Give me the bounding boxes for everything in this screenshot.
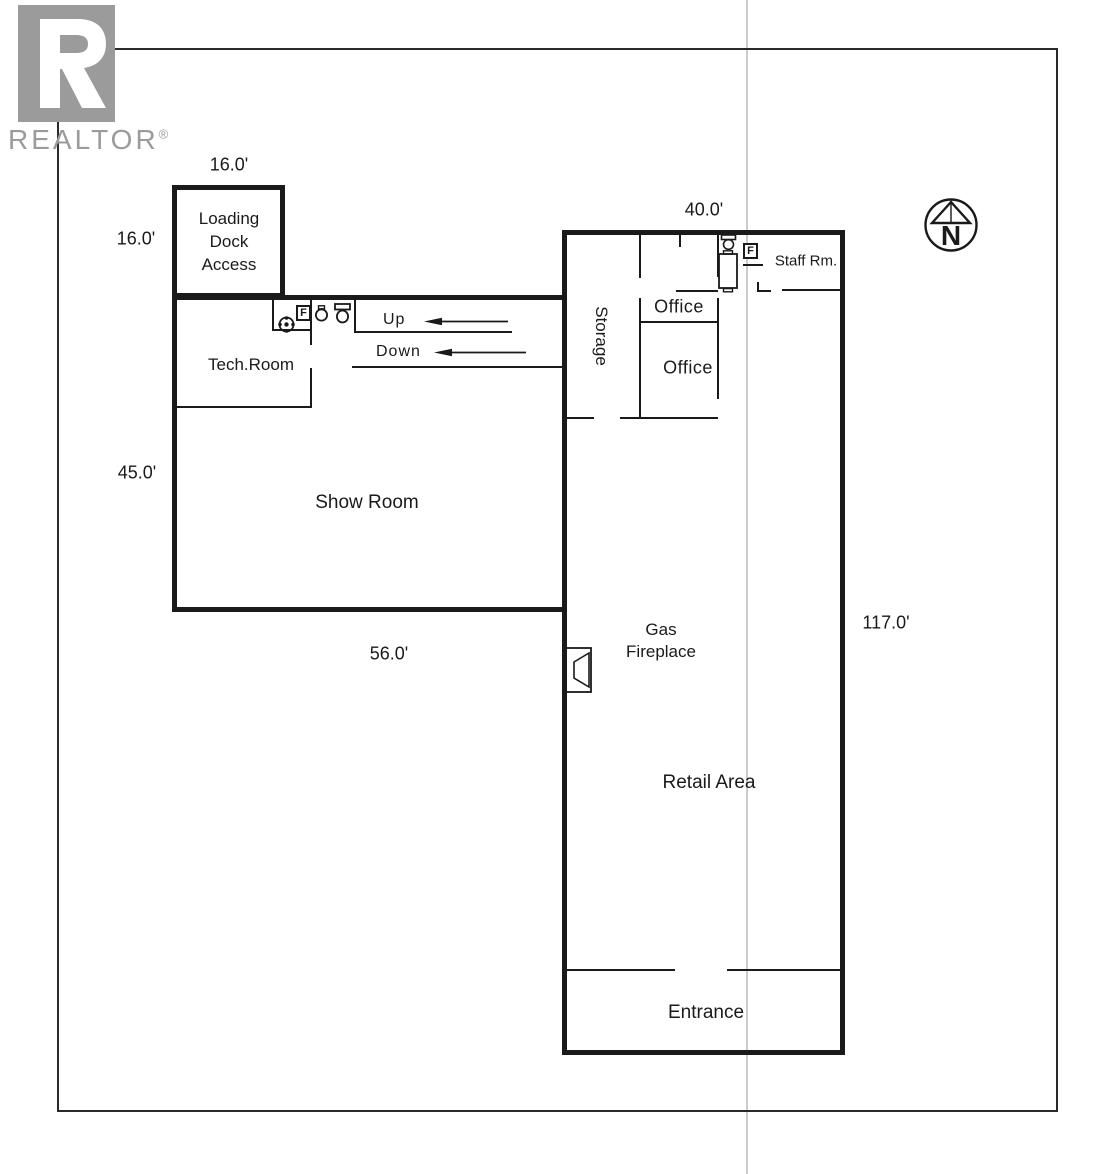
loading-dock-line2: Dock bbox=[209, 232, 249, 251]
wall-segment bbox=[172, 295, 567, 300]
wall-segment bbox=[676, 290, 718, 292]
toilet-icon bbox=[719, 234, 738, 251]
toilet-icon bbox=[332, 303, 353, 324]
gas-fireplace-label-line2: Fireplace bbox=[626, 642, 696, 661]
door-frame-mark bbox=[757, 290, 771, 292]
dim-loading-dock-height: 16.0' bbox=[116, 228, 156, 249]
wall-segment bbox=[272, 300, 274, 331]
loading-dock-label: Loading Dock Access bbox=[180, 192, 278, 291]
show-room-label: Show Room bbox=[315, 492, 419, 513]
wall-segment bbox=[310, 300, 312, 345]
loading-dock-line1: Loading bbox=[198, 209, 260, 228]
wall-segment bbox=[727, 969, 841, 971]
office-lower-label: Office bbox=[663, 357, 713, 378]
stair-tread-line bbox=[354, 331, 512, 333]
fireplace-icon bbox=[565, 647, 593, 693]
motor-icon bbox=[277, 315, 296, 334]
entrance-label: Entrance bbox=[667, 1002, 745, 1023]
realtor-text: REALTOR bbox=[8, 124, 159, 155]
north-compass-icon: N bbox=[922, 196, 980, 254]
registered-mark: ® bbox=[158, 126, 172, 142]
wall-segment bbox=[620, 417, 718, 419]
stairs-up-label: Up bbox=[383, 311, 406, 328]
furnace-icon: F bbox=[743, 243, 758, 259]
tech-room-label: Tech.Room bbox=[208, 355, 294, 374]
down-arrow-icon bbox=[434, 347, 528, 358]
furnace-icon: F bbox=[296, 305, 311, 321]
plot-boundary bbox=[57, 48, 1058, 1112]
dim-building-width: 40.0' bbox=[684, 199, 724, 220]
realtor-r-icon bbox=[40, 19, 106, 108]
vanity-counter-icon bbox=[718, 250, 739, 293]
wall-segment bbox=[717, 298, 719, 399]
office-upper-label: Office bbox=[654, 296, 704, 317]
water-heater-icon bbox=[314, 305, 329, 322]
wall-segment bbox=[717, 235, 719, 277]
staff-room-label: Staff Rm. bbox=[774, 252, 838, 270]
wall-segment bbox=[641, 321, 718, 323]
dim-showroom-height: 45.0' bbox=[117, 462, 157, 483]
stair-tread-line bbox=[352, 366, 564, 368]
wall-segment bbox=[562, 969, 675, 971]
wall-segment bbox=[172, 295, 177, 612]
wall-segment bbox=[354, 300, 356, 331]
wall-segment bbox=[310, 368, 312, 408]
dim-loading-dock-width: 16.0' bbox=[209, 154, 249, 175]
svg-text:N: N bbox=[941, 220, 961, 251]
realtor-wordmark: REALTOR® bbox=[8, 124, 171, 156]
wall-segment bbox=[172, 607, 567, 612]
wall-segment bbox=[566, 417, 594, 419]
wall-segment bbox=[639, 298, 641, 419]
stairs-down-label: Down bbox=[376, 343, 421, 360]
wall-segment bbox=[639, 235, 641, 278]
loading-dock-line3: Access bbox=[201, 255, 257, 274]
scan-artifact-line bbox=[746, 0, 748, 1174]
realtor-logo bbox=[18, 5, 115, 122]
door-frame-mark bbox=[743, 264, 763, 266]
retail-area-label: Retail Area bbox=[662, 772, 756, 793]
wall-segment bbox=[782, 289, 843, 291]
storage-label: Storage bbox=[592, 306, 611, 366]
gas-fireplace-label-line1: Gas bbox=[645, 620, 677, 639]
wall-segment bbox=[679, 232, 681, 247]
dim-showroom-width: 56.0' bbox=[369, 643, 409, 664]
door-frame-mark bbox=[757, 282, 759, 292]
room-retail-building bbox=[562, 230, 845, 1055]
up-arrow-icon bbox=[424, 316, 510, 327]
dim-building-height: 117.0' bbox=[862, 612, 910, 633]
wall-segment bbox=[172, 406, 312, 408]
